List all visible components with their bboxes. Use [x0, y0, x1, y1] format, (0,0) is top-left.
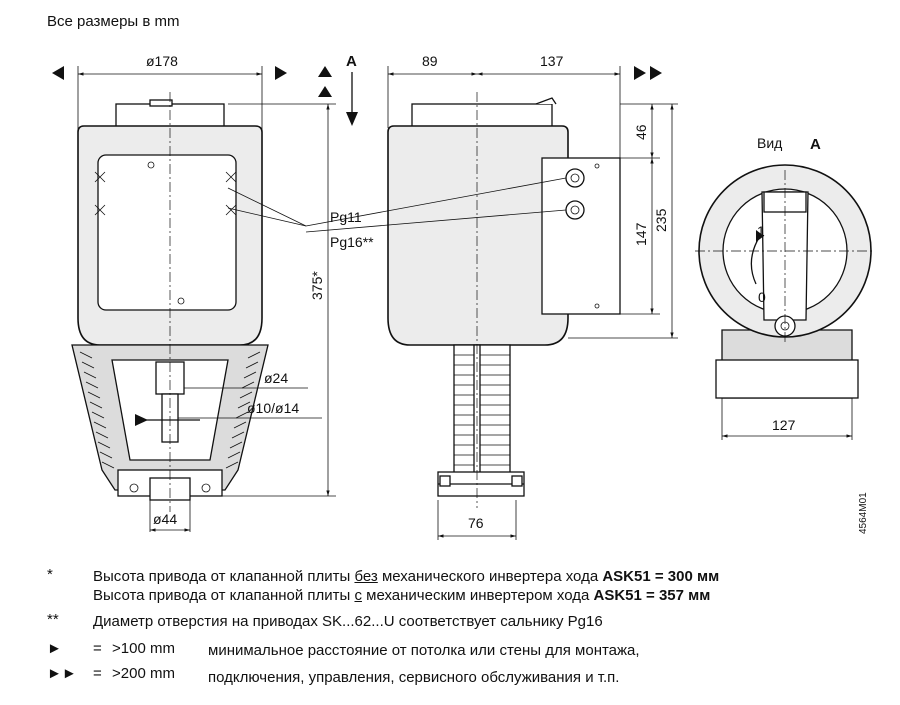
note-3-value: >100 mm: [112, 640, 175, 657]
dial-label-0: 0: [758, 289, 766, 305]
dim-box-height: 147: [633, 222, 649, 246]
drawing-id: 4564M01: [858, 492, 869, 534]
front-dimensions: ø178 375* ø24 ø10/ø14 ø44: [52, 53, 336, 532]
note-1a-pre: Высота привода от клапанной плиты: [93, 568, 355, 585]
side-dimensions: 89 137 46 147 235 76: [387, 53, 678, 540]
note-1a-bold: ASK51 = 300 мм: [602, 568, 720, 585]
view-a: Вид A 1 0 127: [695, 135, 875, 440]
dim-d24: ø24: [264, 370, 288, 386]
side-view: [387, 92, 621, 508]
dim-side-left: 89: [422, 53, 438, 69]
note-1-line-b: Высота привода от клапанной плиты с меха…: [93, 587, 710, 605]
dim-view-width: 127: [772, 417, 796, 433]
dial-label-1: 1: [757, 223, 765, 239]
page-title: Все размеры в mm: [47, 13, 180, 30]
view-title: Вид: [757, 135, 782, 151]
note-4-value: >200 mm: [112, 665, 175, 682]
note-1b-mid: механическим инвертером хода: [361, 587, 594, 604]
label-pg11: Pg11: [330, 209, 362, 225]
dim-d44: ø44: [153, 511, 177, 527]
note-4-text: подключения, управления, сервисного обсл…: [208, 669, 620, 686]
cable-gland-callouts: Pg11 Pg16**: [227, 177, 567, 250]
note-1a-mid: механического инвертера хода: [377, 568, 603, 585]
dim-stem-width: 76: [468, 515, 484, 531]
clearance-arrow-up: [318, 66, 332, 77]
clearance-arrow-right-double: [634, 66, 662, 80]
note-2-mark: **: [47, 611, 59, 628]
view-letter: A: [810, 136, 821, 153]
dim-front-width: ø178: [146, 53, 178, 69]
clearance-arrow-up-2: [318, 86, 332, 97]
view-arrow-label: A: [346, 53, 357, 70]
note-1-mark: *: [47, 566, 53, 583]
note-3-mark: ►: [47, 640, 62, 657]
note-1b-underlined: с: [354, 587, 362, 604]
label-pg16: Pg16**: [330, 234, 374, 250]
note-4-eq: =: [93, 665, 102, 682]
front-view: [71, 92, 269, 512]
view-arrow-a: A: [346, 53, 358, 126]
dim-overall-height-side: 235: [653, 208, 669, 232]
note-2-text: Диаметр отверстия на приводах SK...62...…: [93, 613, 603, 630]
dim-top-offset: 46: [633, 124, 649, 140]
note-3-text: минимальное расстояние от потолка или ст…: [208, 642, 640, 659]
note-1a-underlined: без: [354, 568, 378, 585]
technical-drawing: ø178 375* ø24 ø10/ø14 ø44 A: [52, 53, 875, 540]
note-1-line-a: Высота привода от клапанной плиты без ме…: [93, 568, 719, 586]
dim-side-right: 137: [540, 53, 564, 69]
dim-d10-14: ø10/ø14: [247, 400, 299, 416]
note-1b-bold: ASK51 = 357 мм: [593, 587, 711, 604]
note-3-eq: =: [93, 640, 102, 657]
clearance-arrow-right: [275, 66, 287, 80]
note-4-mark: ►►: [47, 665, 77, 682]
clearance-arrow-left: [52, 66, 64, 80]
dim-overall-height-front: 375*: [309, 271, 325, 300]
note-1b-pre: Высота привода от клапанной плиты: [93, 587, 355, 604]
